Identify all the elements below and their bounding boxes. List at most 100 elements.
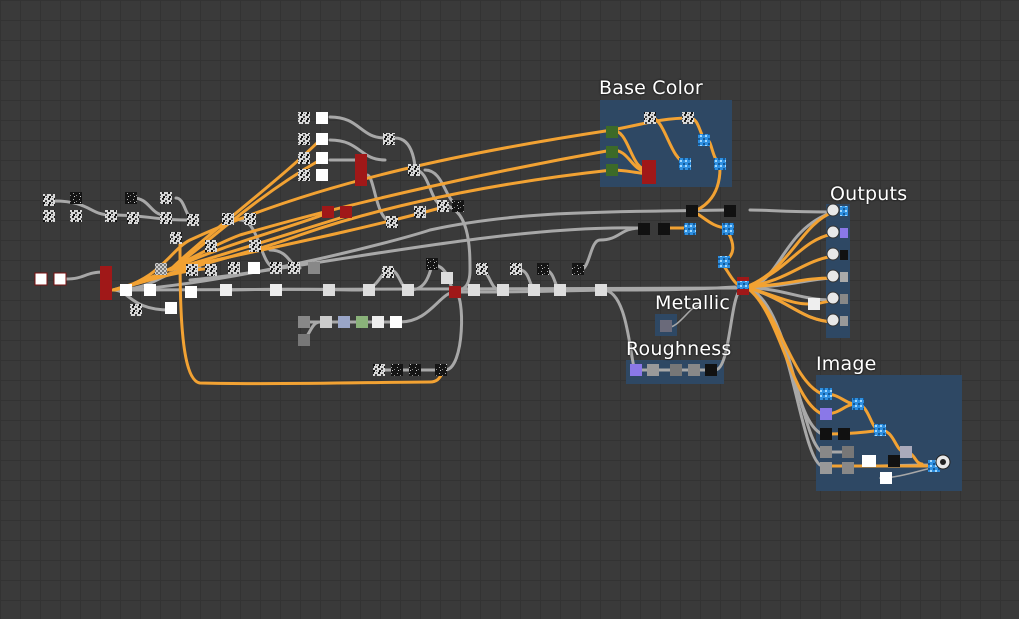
frame-base-color[interactable] (600, 100, 732, 187)
node[interactable] (606, 164, 618, 176)
node[interactable] (554, 284, 566, 296)
node[interactable] (528, 284, 540, 296)
node[interactable] (670, 364, 682, 376)
node[interactable] (127, 212, 139, 224)
output-node[interactable] (826, 203, 848, 217)
node[interactable] (316, 169, 328, 181)
node[interactable] (320, 316, 332, 328)
node[interactable] (452, 200, 464, 212)
node[interactable] (372, 316, 384, 328)
node[interactable] (441, 272, 453, 284)
output-node[interactable] (826, 225, 848, 239)
node[interactable] (125, 192, 137, 204)
node[interactable] (298, 316, 310, 328)
node[interactable] (820, 408, 832, 420)
node[interactable] (120, 284, 132, 296)
node[interactable] (248, 262, 260, 274)
node[interactable] (356, 316, 368, 328)
node[interactable] (298, 334, 310, 346)
node[interactable] (842, 462, 854, 474)
node[interactable] (249, 240, 261, 252)
node[interactable] (679, 158, 691, 170)
node-selected[interactable] (322, 206, 334, 218)
node[interactable] (386, 216, 398, 228)
node[interactable] (185, 286, 197, 298)
node[interactable] (820, 462, 832, 474)
node[interactable] (880, 472, 892, 484)
node[interactable] (270, 284, 282, 296)
node[interactable] (70, 192, 82, 204)
node[interactable] (572, 263, 584, 275)
node[interactable] (705, 364, 717, 376)
node-selected[interactable] (642, 160, 656, 184)
node[interactable] (43, 194, 55, 206)
output-node[interactable] (826, 313, 848, 327)
node[interactable] (606, 146, 618, 158)
node[interactable] (435, 364, 447, 376)
node[interactable] (409, 364, 421, 376)
node[interactable] (228, 262, 240, 274)
node[interactable] (630, 364, 642, 376)
node[interactable] (497, 284, 509, 296)
node[interactable] (684, 223, 696, 235)
node[interactable] (638, 223, 650, 235)
node[interactable] (363, 284, 375, 296)
node[interactable] (338, 316, 350, 328)
node[interactable] (165, 302, 177, 314)
node[interactable] (186, 264, 198, 276)
node[interactable] (70, 210, 82, 222)
node[interactable] (686, 205, 698, 217)
node[interactable] (682, 112, 694, 124)
node[interactable] (688, 364, 700, 376)
node[interactable] (414, 206, 426, 218)
node[interactable] (606, 126, 618, 138)
image-output-node[interactable] (935, 454, 951, 470)
node[interactable] (842, 446, 854, 458)
node[interactable] (130, 304, 142, 316)
output-node[interactable] (826, 269, 848, 283)
node[interactable] (658, 223, 670, 235)
node[interactable] (900, 446, 912, 458)
output-node[interactable] (826, 291, 848, 305)
node[interactable] (838, 428, 850, 440)
node[interactable] (53, 272, 67, 286)
node-selected[interactable] (100, 266, 112, 300)
node[interactable] (383, 133, 395, 145)
node[interactable] (852, 398, 864, 410)
node[interactable] (391, 364, 403, 376)
node[interactable] (510, 263, 522, 275)
nodes[interactable] (34, 112, 951, 484)
node[interactable] (820, 446, 832, 458)
node[interactable] (408, 164, 420, 176)
output-node[interactable] (826, 247, 848, 261)
node[interactable] (205, 240, 217, 252)
node[interactable] (476, 263, 488, 275)
node[interactable] (316, 112, 328, 124)
node[interactable] (222, 213, 234, 225)
node[interactable] (323, 284, 335, 296)
node[interactable] (205, 264, 217, 276)
node[interactable] (316, 152, 328, 164)
node[interactable] (155, 263, 167, 275)
node[interactable] (34, 272, 48, 286)
node[interactable] (698, 134, 710, 146)
node[interactable] (244, 213, 256, 225)
node[interactable] (644, 112, 656, 124)
node-selected[interactable] (355, 154, 367, 186)
node[interactable] (298, 169, 310, 181)
node[interactable] (437, 200, 449, 212)
node[interactable] (298, 152, 310, 164)
node[interactable] (820, 428, 832, 440)
node[interactable] (390, 316, 402, 328)
node[interactable] (402, 284, 414, 296)
node-selected[interactable] (340, 206, 352, 218)
node[interactable] (718, 256, 730, 268)
node[interactable] (105, 210, 117, 222)
node[interactable] (316, 133, 328, 145)
node[interactable] (270, 262, 282, 274)
node[interactable] (43, 210, 55, 222)
node[interactable] (373, 364, 385, 376)
node[interactable] (170, 232, 182, 244)
node[interactable] (722, 223, 734, 235)
